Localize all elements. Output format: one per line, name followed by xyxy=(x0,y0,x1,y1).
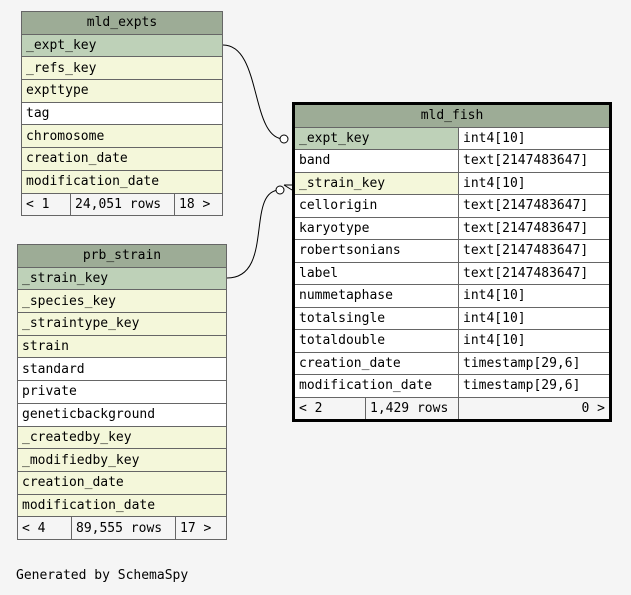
table-title[interactable]: prb_strain xyxy=(17,244,227,268)
parents-count[interactable]: < 4 xyxy=(17,516,72,540)
column-row[interactable]: private xyxy=(17,380,227,404)
column-name[interactable]: robertsonians xyxy=(293,239,459,263)
children-count[interactable]: 17 > xyxy=(175,516,227,540)
column-type: text[2147483647] xyxy=(458,261,611,285)
column-type: timestamp[29,6] xyxy=(458,351,611,375)
table-prb-strain: prb_strain _strain_key _species_key _str… xyxy=(17,244,227,540)
column-type: int4[10] xyxy=(458,329,611,353)
parents-count[interactable]: < 2 xyxy=(293,396,366,421)
table-mld-expts: mld_expts _expt_key _refs_key expttype t… xyxy=(21,11,223,217)
column-type: text[2147483647] xyxy=(458,194,611,218)
table-title[interactable]: mld_fish xyxy=(293,103,611,128)
column-name[interactable]: creation_date xyxy=(293,351,459,375)
link-strain-key-end xyxy=(275,185,285,195)
column-type: text[2147483647] xyxy=(458,149,611,173)
column-type: timestamp[29,6] xyxy=(458,374,611,398)
column-row[interactable]: geneticbackground xyxy=(17,402,227,427)
column-row[interactable]: chromosome xyxy=(21,124,223,149)
column-type: int4[10] xyxy=(458,171,611,195)
mld-expts-body: mld_expts _expt_key _refs_key expttype t… xyxy=(21,11,223,217)
column-name[interactable]: _strain_key xyxy=(293,171,459,195)
column-row[interactable]: _expt_key xyxy=(21,33,223,58)
column-row[interactable]: modification_date xyxy=(21,169,223,194)
column-name[interactable]: label xyxy=(293,261,459,285)
column-name[interactable]: modification_date xyxy=(293,374,459,398)
column-name[interactable]: totaldouble xyxy=(293,329,459,353)
row-count: 24,051 rows xyxy=(70,192,175,217)
column-row[interactable]: _straintype_key xyxy=(17,312,227,336)
column-type: int4[10] xyxy=(458,126,611,150)
column-name[interactable]: band xyxy=(293,149,459,173)
children-count[interactable]: 18 > xyxy=(174,192,223,217)
column-row[interactable]: _species_key xyxy=(17,289,227,314)
column-row[interactable]: creation_date xyxy=(17,470,227,495)
link-expt-key-end xyxy=(279,134,289,144)
column-row[interactable]: tag xyxy=(21,101,223,126)
link-expt-key xyxy=(222,44,285,140)
column-row[interactable]: standard xyxy=(17,357,227,382)
table-title[interactable]: mld_expts xyxy=(21,11,223,35)
column-row[interactable]: _createdby_key xyxy=(17,425,227,450)
column-row[interactable]: _refs_key xyxy=(21,56,223,81)
column-name[interactable]: totalsingle xyxy=(293,306,459,330)
column-type: int4[10] xyxy=(458,306,611,330)
column-row[interactable]: creation_date xyxy=(21,147,223,171)
column-row[interactable]: _strain_key xyxy=(17,266,227,291)
column-name[interactable]: cellorigin xyxy=(293,194,459,218)
column-name[interactable]: karyotype xyxy=(293,216,459,240)
column-row[interactable]: modification_date xyxy=(17,493,227,518)
column-type: text[2147483647] xyxy=(458,216,611,240)
row-count: 1,429 rows xyxy=(365,396,459,421)
column-name[interactable]: _expt_key xyxy=(293,126,459,150)
column-type: text[2147483647] xyxy=(458,239,611,263)
column-type: int4[10] xyxy=(458,284,611,308)
column-row[interactable]: strain xyxy=(17,334,227,359)
children-count[interactable]: 0 > xyxy=(458,396,611,421)
column-name[interactable]: nummetaphase xyxy=(293,284,459,308)
parents-count[interactable]: < 1 xyxy=(21,192,71,217)
link-strain-key xyxy=(226,189,281,279)
prb-strain-body: prb_strain _strain_key _species_key _str… xyxy=(17,244,227,540)
column-row[interactable]: expttype xyxy=(21,79,223,103)
row-count: 89,555 rows xyxy=(71,516,176,540)
link-strain-key-arrow xyxy=(283,184,293,191)
generated-by-note: Generated by SchemaSpy xyxy=(16,568,189,583)
column-row[interactable]: _modifiedby_key xyxy=(17,448,227,472)
